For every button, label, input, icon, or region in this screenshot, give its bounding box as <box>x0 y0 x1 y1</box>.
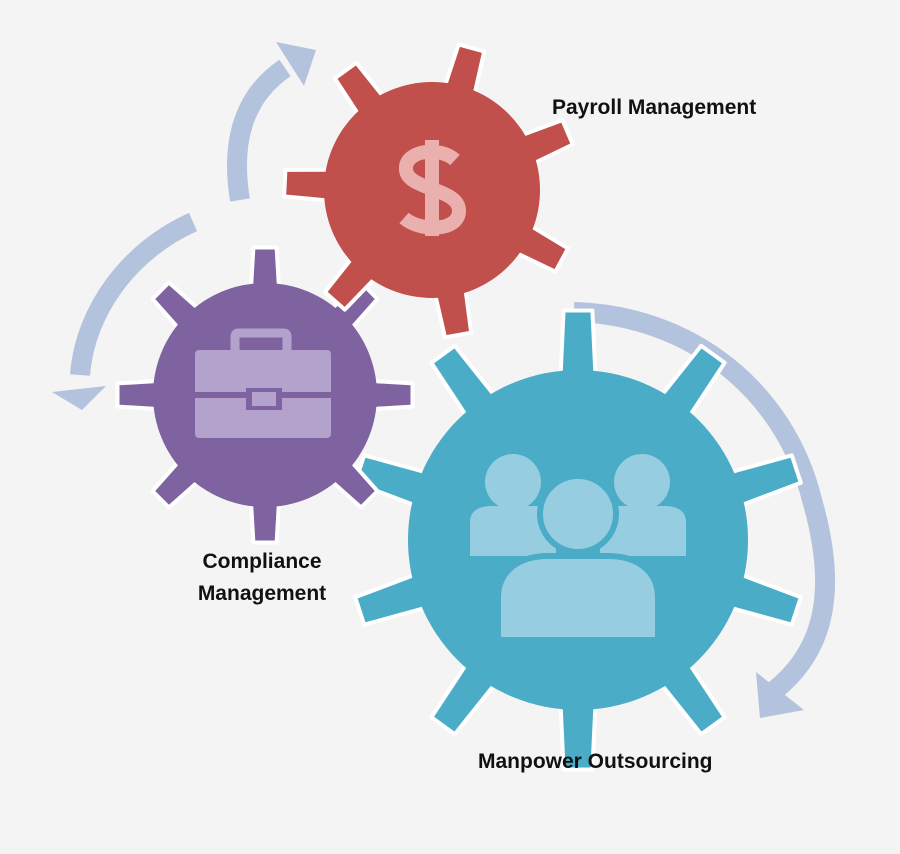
people-icon <box>470 454 686 643</box>
cycle-arrows <box>52 42 836 718</box>
compliance-label-line-1: Compliance <box>202 550 322 573</box>
arrow-payroll-to-manpower <box>573 302 836 718</box>
payroll-management-label: Payroll Management <box>552 96 757 119</box>
compliance-management-label: Compliance Management <box>172 546 352 610</box>
manpower-outsourcing-label: Manpower Outsourcing <box>478 750 713 773</box>
dollar-icon <box>399 140 466 236</box>
arrow-compliance-to-payroll <box>227 42 316 202</box>
briefcase-icon <box>195 328 331 438</box>
compliance-label-line-2: Management <box>197 582 327 605</box>
arrow-payroll-to-compliance <box>52 212 198 410</box>
